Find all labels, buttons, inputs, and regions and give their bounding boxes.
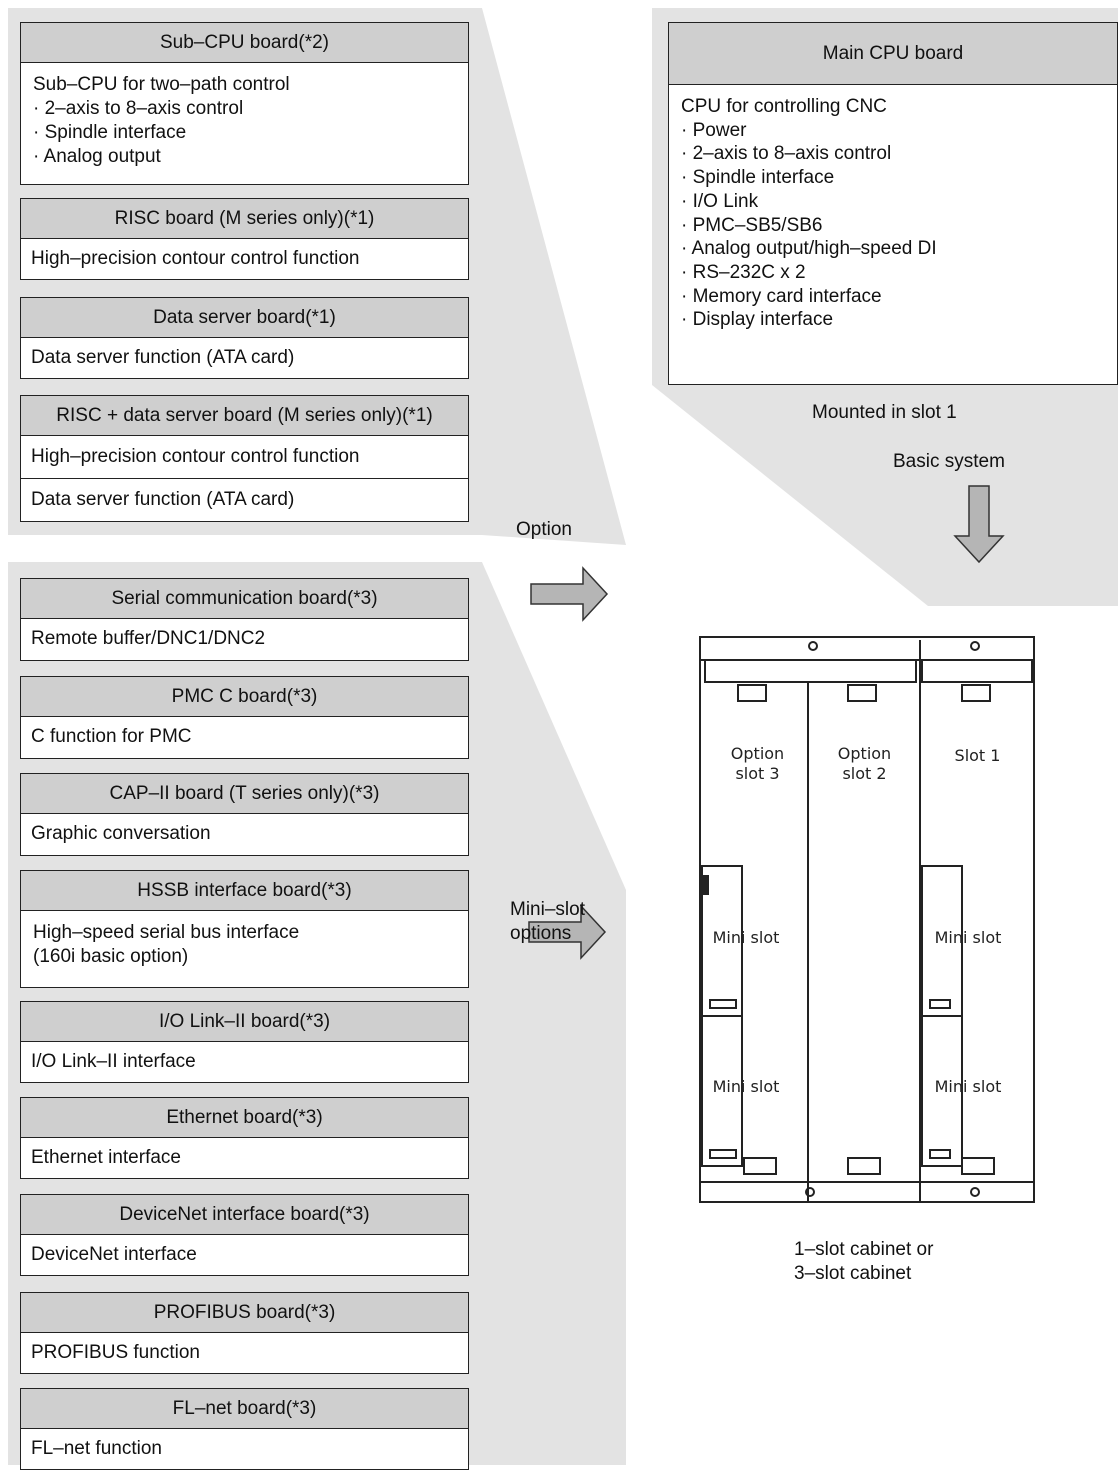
- serial-communication-board-title: Serial communication board(*3): [21, 579, 468, 619]
- hssb-interface-board-title: HSSB interface board(*3): [21, 871, 468, 911]
- cap-ii-board: CAP–II board (T series only)(*3) Graphic…: [20, 773, 469, 856]
- profibus-board-title: PROFIBUS board(*3): [21, 1293, 468, 1333]
- pmc-c-row: C function for PMC: [31, 726, 192, 747]
- data-server-board-row: Data server function (ATA card): [31, 347, 295, 368]
- hssb-interface-board: HSSB interface board(*3) High–speed seri…: [20, 870, 469, 988]
- sub-cpu-board: Sub–CPU board(*2) Sub–CPU for two–path c…: [20, 22, 469, 185]
- fl-net-board-title: FL–net board(*3): [21, 1389, 468, 1429]
- sub-cpu-line: · Spindle interface: [33, 122, 187, 143]
- main-cpu-line: · Analog output/high–speed DI: [681, 238, 937, 260]
- risc-board: RISC board (M series only)(*1) High–prec…: [20, 198, 469, 280]
- main-cpu-line: · I/O Link: [681, 190, 759, 212]
- devicenet-board-title: DeviceNet interface board(*3): [21, 1195, 468, 1235]
- mini-slot-options-label: options: [510, 923, 572, 944]
- sub-cpu-board-description: Sub–CPU for two–path control · 2–axis to…: [21, 63, 468, 169]
- io-link-ii-board: I/O Link–II board(*3) I/O Link–II interf…: [20, 1001, 469, 1083]
- data-server-board-title: Data server board(*1): [21, 298, 468, 338]
- basic-system-label: Basic system: [893, 451, 1005, 472]
- profibus-row: PROFIBUS function: [31, 1342, 200, 1363]
- risc-board-title: RISC board (M series only)(*1): [21, 199, 468, 239]
- main-cpu-line: CPU for controlling CNC: [681, 96, 887, 117]
- ethernet-board-title: Ethernet board(*3): [21, 1098, 468, 1138]
- main-cpu-line: · PMC–SB5/SB6: [681, 214, 823, 236]
- risc-data-server-row: Data server function (ATA card): [21, 478, 468, 520]
- serial-communication-board: Serial communication board(*3) Remote bu…: [20, 578, 469, 661]
- fl-net-board: FL–net board(*3) FL–net function: [20, 1388, 469, 1470]
- option-label: Option: [516, 519, 572, 540]
- sub-cpu-line: · 2–axis to 8–axis control: [33, 98, 244, 119]
- serial-communication-row: Remote buffer/DNC1/DNC2: [31, 628, 266, 649]
- option-slot-2-label: Option slot 2: [837, 744, 892, 783]
- mini-slot-label-left-bottom: Mini slot: [712, 1077, 780, 1096]
- mini-slot-label: Mini–slot: [510, 899, 585, 920]
- main-cpu-board-title: Main CPU board: [669, 23, 1117, 85]
- fl-net-row: FL–net function: [31, 1438, 162, 1459]
- pmc-c-board-title: PMC C board(*3): [21, 677, 468, 717]
- risc-data-server-board-title: RISC + data server board (M series only)…: [21, 396, 468, 436]
- profibus-board: PROFIBUS board(*3) PROFIBUS function: [20, 1292, 469, 1374]
- basic-system-arrow-icon: [953, 485, 1005, 564]
- mini-slot-arrow-icon: [528, 904, 607, 960]
- mini-slot-label-right-bottom: Mini slot: [934, 1077, 1002, 1096]
- option-arrow-icon: [530, 566, 609, 622]
- io-link-ii-row: I/O Link–II interface: [31, 1051, 196, 1072]
- hssb-line: High–speed serial bus interface: [33, 922, 300, 943]
- slot-1-label: Slot 1: [954, 746, 1001, 765]
- mini-slot-label-left-top: Mini slot: [712, 928, 780, 947]
- sub-cpu-board-title: Sub–CPU board(*2): [21, 23, 468, 63]
- devicenet-interface-board: DeviceNet interface board(*3) DeviceNet …: [20, 1194, 469, 1276]
- main-cpu-line: · Memory card interface: [681, 285, 882, 307]
- main-cpu-description: CPU for controlling CNC · Power · 2–axis…: [669, 85, 1117, 332]
- main-cpu-line: · RS–232C x 2: [681, 261, 806, 283]
- risc-data-server-board: RISC + data server board (M series only)…: [20, 395, 469, 522]
- sub-cpu-line: · Analog output: [33, 146, 161, 167]
- ethernet-board: Ethernet board(*3) Ethernet interface: [20, 1097, 469, 1179]
- cap-ii-row: Graphic conversation: [31, 823, 211, 844]
- main-cpu-board: Main CPU board CPU for controlling CNC ·…: [668, 22, 1118, 385]
- ethernet-row: Ethernet interface: [31, 1147, 181, 1168]
- option-slot-3-label: Option slot 3: [730, 744, 785, 783]
- cabinet-drawing: [699, 636, 1035, 1203]
- mini-slot-label-right-top: Mini slot: [934, 928, 1002, 947]
- main-cpu-line: · Display interface: [681, 309, 834, 331]
- pmc-c-board: PMC C board(*3) C function for PMC: [20, 676, 469, 759]
- cabinet-caption-2: 3–slot cabinet: [794, 1263, 912, 1284]
- sub-cpu-line: Sub–CPU for two–path control: [33, 74, 290, 95]
- data-server-board: Data server board(*1) Data server functi…: [20, 297, 469, 379]
- io-link-ii-board-title: I/O Link–II board(*3): [21, 1002, 468, 1042]
- main-cpu-line: · Spindle interface: [681, 167, 835, 189]
- hssb-line: (160i basic option): [33, 946, 189, 967]
- devicenet-row: DeviceNet interface: [31, 1244, 197, 1265]
- main-cpu-line: · 2–axis to 8–axis control: [681, 143, 892, 165]
- hssb-interface-description: High–speed serial bus interface (160i ba…: [21, 911, 468, 969]
- cabinet-caption-1: 1–slot cabinet or: [794, 1239, 934, 1260]
- risc-data-server-row: High–precision contour control function: [31, 446, 360, 467]
- main-cpu-line: · Power: [681, 119, 747, 141]
- mounted-in-slot-label: Mounted in slot 1: [812, 402, 957, 423]
- cap-ii-board-title: CAP–II board (T series only)(*3): [21, 774, 468, 814]
- risc-board-row: High–precision contour control function: [31, 248, 360, 269]
